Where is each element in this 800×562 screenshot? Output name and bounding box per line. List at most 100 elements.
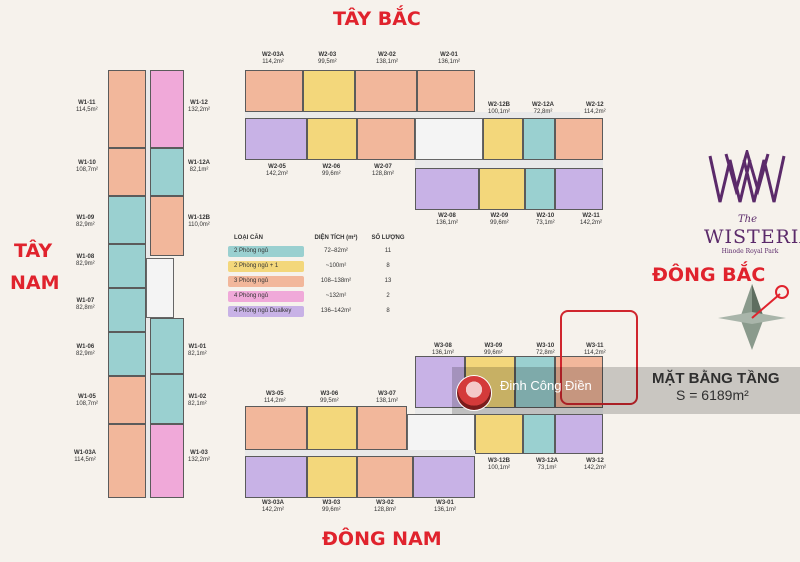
unit-w3-05[interactable] <box>245 406 307 450</box>
unit-w3-12[interactable] <box>555 414 603 454</box>
north-corridor-2 <box>415 160 603 168</box>
unit-w3-12a[interactable] <box>523 414 555 454</box>
unit-w2-09[interactable] <box>479 168 525 210</box>
legend-row: 2 Phòng ngủ 72–82m² 11 <box>228 245 410 257</box>
unit-w2-08[interactable] <box>415 168 479 210</box>
unit-w1-03[interactable] <box>150 424 184 498</box>
watermark-text: Đinh Công Điền <box>500 378 592 393</box>
legend-type: 2 Phòng ngủ + 1 <box>228 260 304 272</box>
legend-row: 3 Phòng ngủ 108–138m² 13 <box>228 275 410 287</box>
unit-w2-02[interactable] <box>355 70 417 112</box>
direction-west: TÂY <box>14 240 53 262</box>
legend-area: 72–82m² <box>324 248 348 254</box>
unit-w1-06[interactable] <box>108 332 146 376</box>
unit-w2-05[interactable] <box>245 118 307 160</box>
unit-w3-10[interactable] <box>515 356 555 408</box>
unit-w2-12a[interactable] <box>523 118 555 160</box>
unit-w1-12[interactable] <box>150 70 184 148</box>
south-corridor <box>245 450 475 456</box>
legend-count: 8 <box>386 308 390 314</box>
unit-w3-02[interactable] <box>357 456 413 498</box>
legend-header-type: LOẠI CĂN <box>234 235 263 241</box>
legend-header: LOẠI CĂN DIỆN TÍCH (m²) SỐ LƯỢNG <box>228 235 410 241</box>
banner-title: MẶT BẰNG TẦNG <box>652 370 780 387</box>
unit-w3-06[interactable] <box>307 406 357 450</box>
unit-w2-07[interactable] <box>357 118 415 160</box>
logo-the: The <box>738 214 758 225</box>
banner-area: S = 6189m² <box>676 387 749 403</box>
legend-count: 11 <box>384 248 392 254</box>
unit-w2-12b[interactable] <box>483 118 523 160</box>
unit-w1-03a[interactable] <box>108 424 146 498</box>
legend-area: ~100m² <box>325 263 347 269</box>
unit-w1-05[interactable] <box>108 376 146 424</box>
unit-w3-07[interactable] <box>357 406 407 450</box>
unit-w1-12a[interactable] <box>150 148 184 196</box>
unit-w3-12b[interactable] <box>475 414 523 454</box>
legend-area: 108–138m² <box>320 278 352 284</box>
unit-w2-12[interactable] <box>555 118 603 160</box>
legend-count: 13 <box>384 278 392 284</box>
unit-w1-09[interactable] <box>108 196 146 244</box>
unit-w2-03a[interactable] <box>245 70 303 112</box>
highlight-w3-11 <box>560 310 638 405</box>
unit-w1-01[interactable] <box>150 318 184 374</box>
legend-area: ~132m² <box>325 293 347 299</box>
logo-sub: Hinode Royal Park <box>721 248 779 255</box>
unit-w2-03[interactable] <box>303 70 355 112</box>
wisteria-logo-icon <box>708 150 786 203</box>
unit-w2-10[interactable] <box>525 168 555 210</box>
unit-w1-10[interactable] <box>108 148 146 196</box>
unit-w1-12b[interactable] <box>150 196 184 256</box>
legend-count: 8 <box>386 263 390 269</box>
unit-w3-03[interactable] <box>307 456 357 498</box>
unit-w3-03a[interactable] <box>245 456 307 498</box>
compass-icon <box>718 284 789 350</box>
north-core <box>415 118 483 160</box>
north-corridor <box>245 112 580 118</box>
unit-w2-06[interactable] <box>307 118 357 160</box>
legend-type: 4 Phòng ngủ <box>228 290 304 302</box>
unit-w1-11[interactable] <box>108 70 146 148</box>
legend-area: 136–142m² <box>320 308 352 314</box>
unit-w1-08[interactable] <box>108 244 146 288</box>
legend-row: 4 Phòng ngủ Dualkey 136–142m² 8 <box>228 305 410 317</box>
logo-name: WISTERIA <box>704 226 800 248</box>
watermark-avatar <box>456 375 492 411</box>
legend-header-area: DIỆN TÍCH (m²) <box>314 235 358 241</box>
unit-w1-07[interactable] <box>108 288 146 332</box>
direction-north-west: TÂY BẮC <box>333 8 421 30</box>
south-core <box>407 414 475 454</box>
unit-type-legend: LOẠI CĂN DIỆN TÍCH (m²) SỐ LƯỢNG 2 Phòng… <box>228 235 410 320</box>
unit-w1-02[interactable] <box>150 374 184 424</box>
south-corridor-2 <box>415 408 603 414</box>
unit-w2-01[interactable] <box>417 70 475 112</box>
unit-w2-11[interactable] <box>555 168 603 210</box>
unit-w3-01[interactable] <box>413 456 475 498</box>
